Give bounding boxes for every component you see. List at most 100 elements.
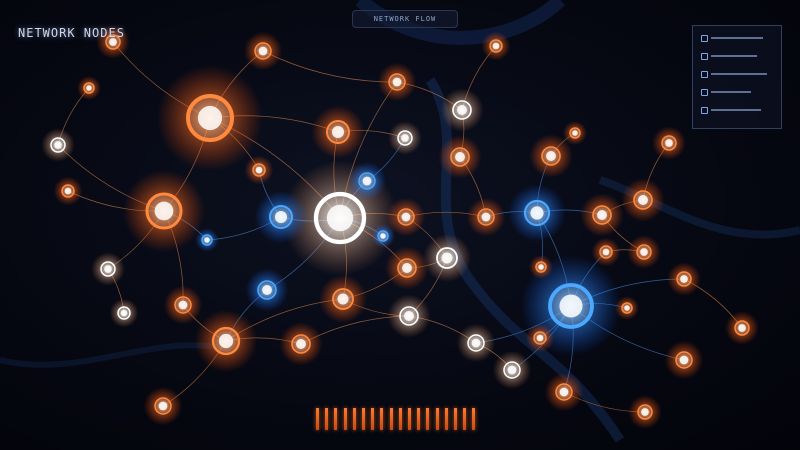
network-node (563, 121, 587, 145)
tick-bar (408, 408, 411, 430)
node-core (262, 285, 272, 295)
network-node (385, 246, 429, 290)
network-node (627, 235, 661, 269)
tick-bar (316, 408, 319, 430)
network-node (438, 135, 482, 179)
panel-line (711, 109, 761, 111)
network-node (456, 323, 496, 363)
network-node (123, 170, 205, 252)
network-node (440, 88, 484, 132)
network-node (615, 296, 639, 320)
node-core (492, 42, 500, 50)
tick-bar (343, 408, 347, 430)
top-status-bar: NETWORK FLOW (352, 10, 458, 28)
network-node (652, 126, 686, 160)
node-layer (41, 25, 759, 429)
node-core (738, 324, 746, 332)
panel-line (711, 91, 751, 93)
network-node (41, 128, 75, 162)
node-core (204, 237, 210, 243)
network-node (195, 228, 219, 252)
network-node (423, 234, 471, 282)
node-core (120, 309, 128, 317)
node-core (471, 338, 481, 348)
network-node (388, 121, 422, 155)
tick-bar (444, 408, 448, 430)
node-core (337, 293, 349, 305)
network-node (244, 155, 274, 185)
tick-bar (325, 408, 329, 430)
tick-bar (352, 408, 356, 430)
tick-bar (454, 408, 457, 430)
node-core (362, 176, 372, 186)
network-node (279, 322, 323, 366)
node-core (559, 294, 583, 318)
panel-list-icon (701, 107, 708, 114)
node-core (602, 248, 610, 256)
network-node (544, 372, 584, 412)
tick-bar (435, 408, 439, 430)
network-node (245, 268, 289, 312)
node-core (401, 134, 409, 142)
node-core (640, 248, 648, 256)
node-core (507, 365, 517, 375)
network-node (529, 134, 573, 178)
panel-list-icon (701, 89, 708, 96)
node-core (274, 210, 288, 224)
tick-bar (426, 408, 430, 430)
network-node (143, 386, 183, 426)
tick-bar (389, 408, 393, 430)
node-core (572, 130, 578, 136)
network-node (508, 184, 566, 242)
network-node (96, 25, 130, 59)
node-core (441, 252, 453, 264)
network-node (91, 252, 125, 286)
side-info-panel (692, 25, 782, 129)
network-node (347, 161, 387, 201)
tick-bar (362, 408, 365, 430)
network-node (163, 285, 203, 325)
network-node (109, 298, 139, 328)
network-node (311, 105, 365, 159)
node-core (331, 125, 345, 139)
panel-list-icon (701, 35, 708, 42)
network-node (319, 275, 367, 323)
node-core (380, 233, 386, 239)
node-core (296, 339, 306, 349)
node-core (86, 85, 92, 91)
node-core (641, 408, 649, 416)
node-core (665, 139, 673, 147)
node-core (158, 401, 168, 411)
node-core (392, 77, 402, 87)
network-node (580, 193, 624, 237)
network-node (466, 197, 506, 237)
node-core (624, 305, 630, 311)
node-core (597, 210, 607, 220)
diagram-title: NETWORK NODES (18, 26, 125, 40)
node-core (559, 387, 569, 397)
node-core (218, 333, 234, 349)
tick-bar (398, 408, 402, 430)
tick-bar (380, 408, 384, 430)
network-node (53, 176, 83, 206)
network-node (621, 178, 665, 222)
network-node (628, 395, 662, 429)
node-core (530, 206, 544, 220)
tick-bar (463, 408, 467, 430)
node-core (546, 151, 556, 161)
network-node (667, 262, 701, 296)
node-core (104, 265, 112, 273)
node-core (536, 334, 544, 342)
tick-bar (472, 408, 476, 430)
network-node (525, 323, 555, 353)
node-core (457, 105, 467, 115)
panel-list-icon (701, 53, 708, 60)
node-core (258, 46, 268, 56)
node-core (401, 212, 411, 222)
node-core (154, 201, 174, 221)
panel-line (711, 37, 763, 39)
node-core (680, 275, 688, 283)
node-core (402, 263, 412, 273)
tick-bar (417, 408, 421, 430)
